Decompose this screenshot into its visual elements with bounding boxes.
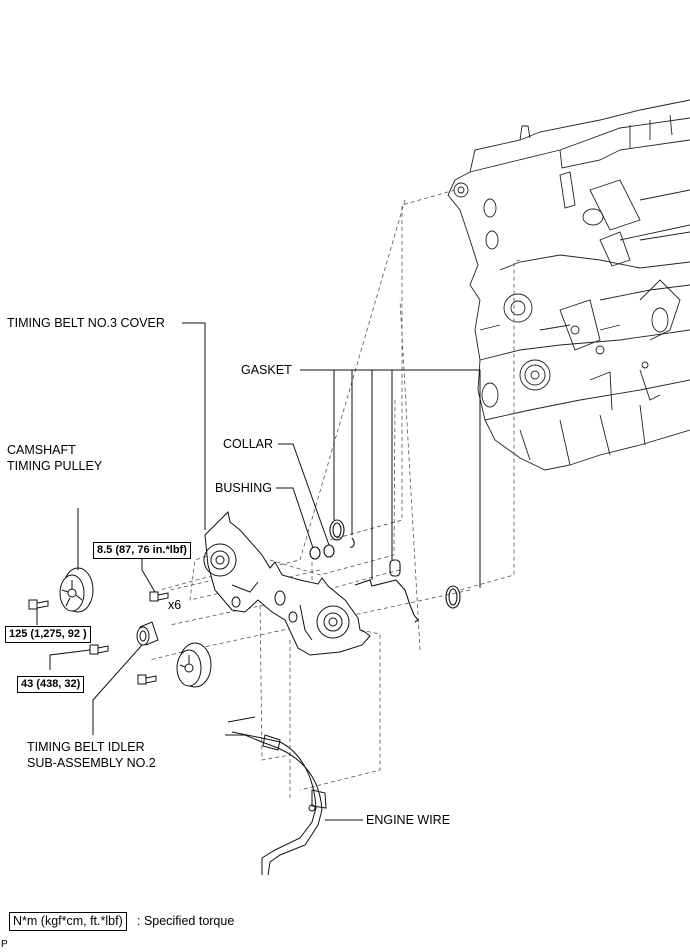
gasket-clip [349, 537, 355, 548]
engine-wire[interactable] [225, 716, 327, 876]
gasket-ring-1 [329, 519, 345, 541]
torque-pulley-bolt: 125 (1,275, 92 ) [5, 626, 91, 643]
label-timing-belt-no3-cover: TIMING BELT NO.3 COVER [7, 316, 165, 330]
timing-belt-no3-cover[interactable] [203, 510, 371, 656]
pulley-bolt [28, 599, 49, 610]
engine-block [447, 99, 690, 471]
label-timing-belt-idler-line2: SUB-ASSEMBLY NO.2 [27, 756, 156, 770]
torque-cover-bolt: 8.5 (87, 76 in.*lbf) [93, 542, 191, 559]
bushing-part [309, 546, 321, 560]
camshaft-timing-pulley[interactable] [59, 567, 94, 613]
label-gasket: GASKET [241, 363, 292, 377]
legend-description: : Specified torque [137, 914, 235, 928]
label-timing-belt-idler-line1: TIMING BELT IDLER [27, 740, 145, 754]
gasket-ring-2 [445, 585, 461, 609]
gasket-strip [354, 579, 419, 623]
idler-bolt [89, 644, 109, 655]
cover-bolt [149, 591, 169, 602]
gasket-oval [389, 559, 401, 577]
label-bushing: BUSHING [215, 481, 272, 495]
torque-idler-bolt: 43 (438, 32) [17, 676, 85, 693]
label-bolt-quantity: x6 [168, 598, 182, 612]
pulley-bolt-2 [137, 674, 157, 685]
bolts [28, 591, 169, 685]
leader-lines [36, 322, 481, 821]
collar-part [323, 544, 335, 558]
footer-marker: P [1, 939, 8, 950]
timing-belt-idler[interactable] [136, 621, 159, 646]
label-camshaft-timing-pulley-line1: CAMSHAFT [7, 443, 76, 457]
label-collar: COLLAR [223, 437, 274, 451]
legend-units: N*m (kgf*cm, ft.*lbf) [9, 912, 127, 931]
label-camshaft-timing-pulley-line2: TIMING PULLEY [7, 459, 103, 473]
label-engine-wire: ENGINE WIRE [366, 813, 451, 827]
crankshaft-timing-pulley [176, 642, 212, 688]
